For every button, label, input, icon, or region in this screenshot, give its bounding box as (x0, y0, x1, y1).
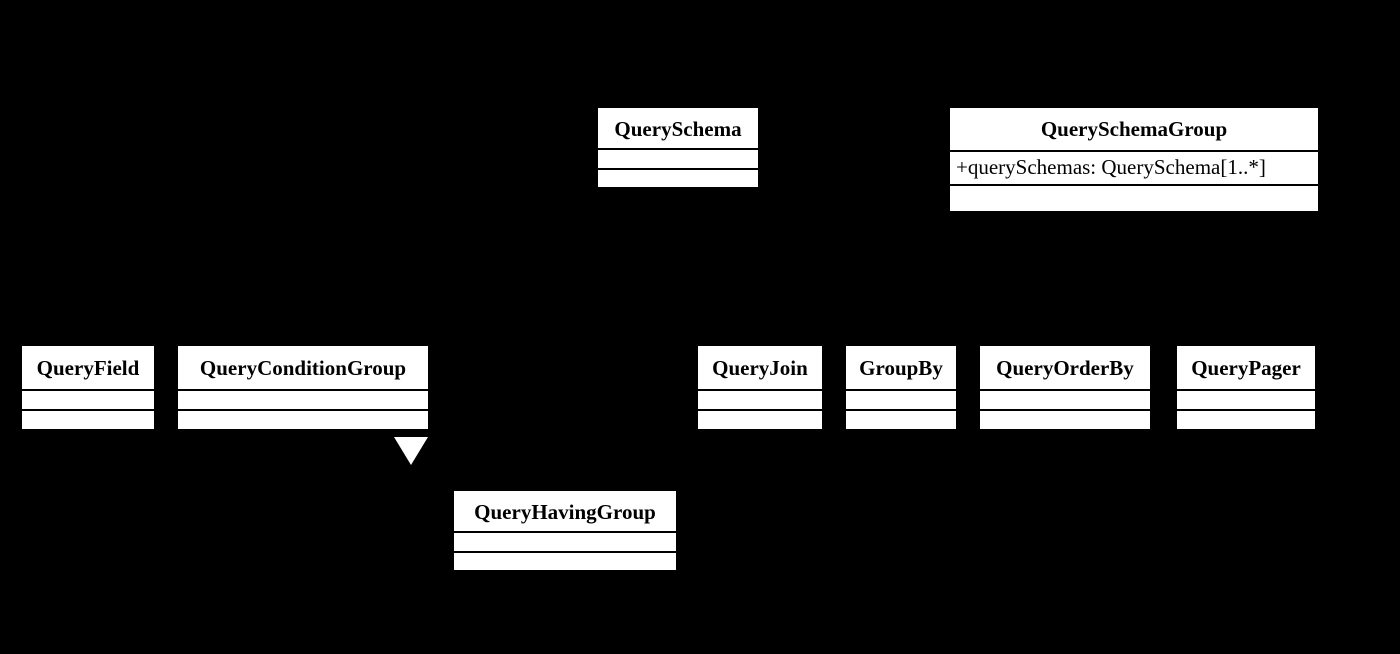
uml-class-query-schema[interactable]: QuerySchema (597, 107, 759, 188)
uml-attributes-query-join (698, 389, 822, 409)
uml-operations-query-condition-group (178, 409, 428, 429)
uml-attributes-group-by (846, 389, 956, 409)
uml-class-name-group-by: GroupBy (859, 356, 943, 380)
uml-class-name-query-field: QueryField (36, 356, 140, 380)
uml-class-name-query-having-group: QueryHavingGroup (474, 500, 656, 524)
uml-class-query-field[interactable]: QueryField (21, 345, 155, 429)
uml-operations-query-having-group (454, 550, 676, 570)
uml-class-name-query-condition-group: QueryConditionGroup (199, 356, 407, 380)
uml-operations-query-order-by (980, 409, 1150, 429)
uml-attributes-query-pager (1177, 389, 1315, 409)
uml-class-group-by[interactable]: GroupBy (845, 345, 957, 429)
uml-attributes-query-condition-group (178, 389, 428, 409)
uml-class-query-pager[interactable]: QueryPager (1176, 345, 1316, 429)
uml-operations-query-schema-group (950, 184, 1318, 211)
uml-operations-query-join (698, 409, 822, 429)
uml-attributes-query-schema-group: +querySchemas: QuerySchema[1..*] (950, 150, 1318, 184)
uml-class-query-condition-group[interactable]: QueryConditionGroup (177, 345, 429, 429)
uml-attribute-row: +querySchemas: QuerySchema[1..*] (956, 155, 1266, 179)
uml-attributes-query-having-group (454, 531, 676, 550)
uml-class-query-having-group[interactable]: QueryHavingGroup (453, 490, 677, 571)
uml-class-name-query-schema: QuerySchema (614, 117, 742, 141)
uml-class-name-query-pager: QueryPager (1191, 356, 1301, 380)
uml-operations-query-field (22, 409, 154, 429)
uml-class-name-query-join: QueryJoin (712, 356, 808, 380)
uml-attributes-query-order-by (980, 389, 1150, 409)
uml-attributes-query-field (22, 389, 154, 409)
uml-class-name-query-order-by: QueryOrderBy (996, 356, 1134, 380)
uml-operations-query-pager (1177, 409, 1315, 429)
uml-class-query-schema-group[interactable]: QuerySchemaGroup +querySchemas: QuerySche… (949, 107, 1319, 212)
uml-operations-query-schema (598, 167, 758, 187)
uml-class-name-query-schema-group: QuerySchemaGroup (1040, 117, 1228, 141)
uml-attributes-query-schema (598, 148, 758, 167)
generalization-arrowhead-icon (394, 437, 428, 465)
uml-class-query-join[interactable]: QueryJoin (697, 345, 823, 429)
uml-class-query-order-by[interactable]: QueryOrderBy (979, 345, 1151, 429)
uml-operations-group-by (846, 409, 956, 429)
